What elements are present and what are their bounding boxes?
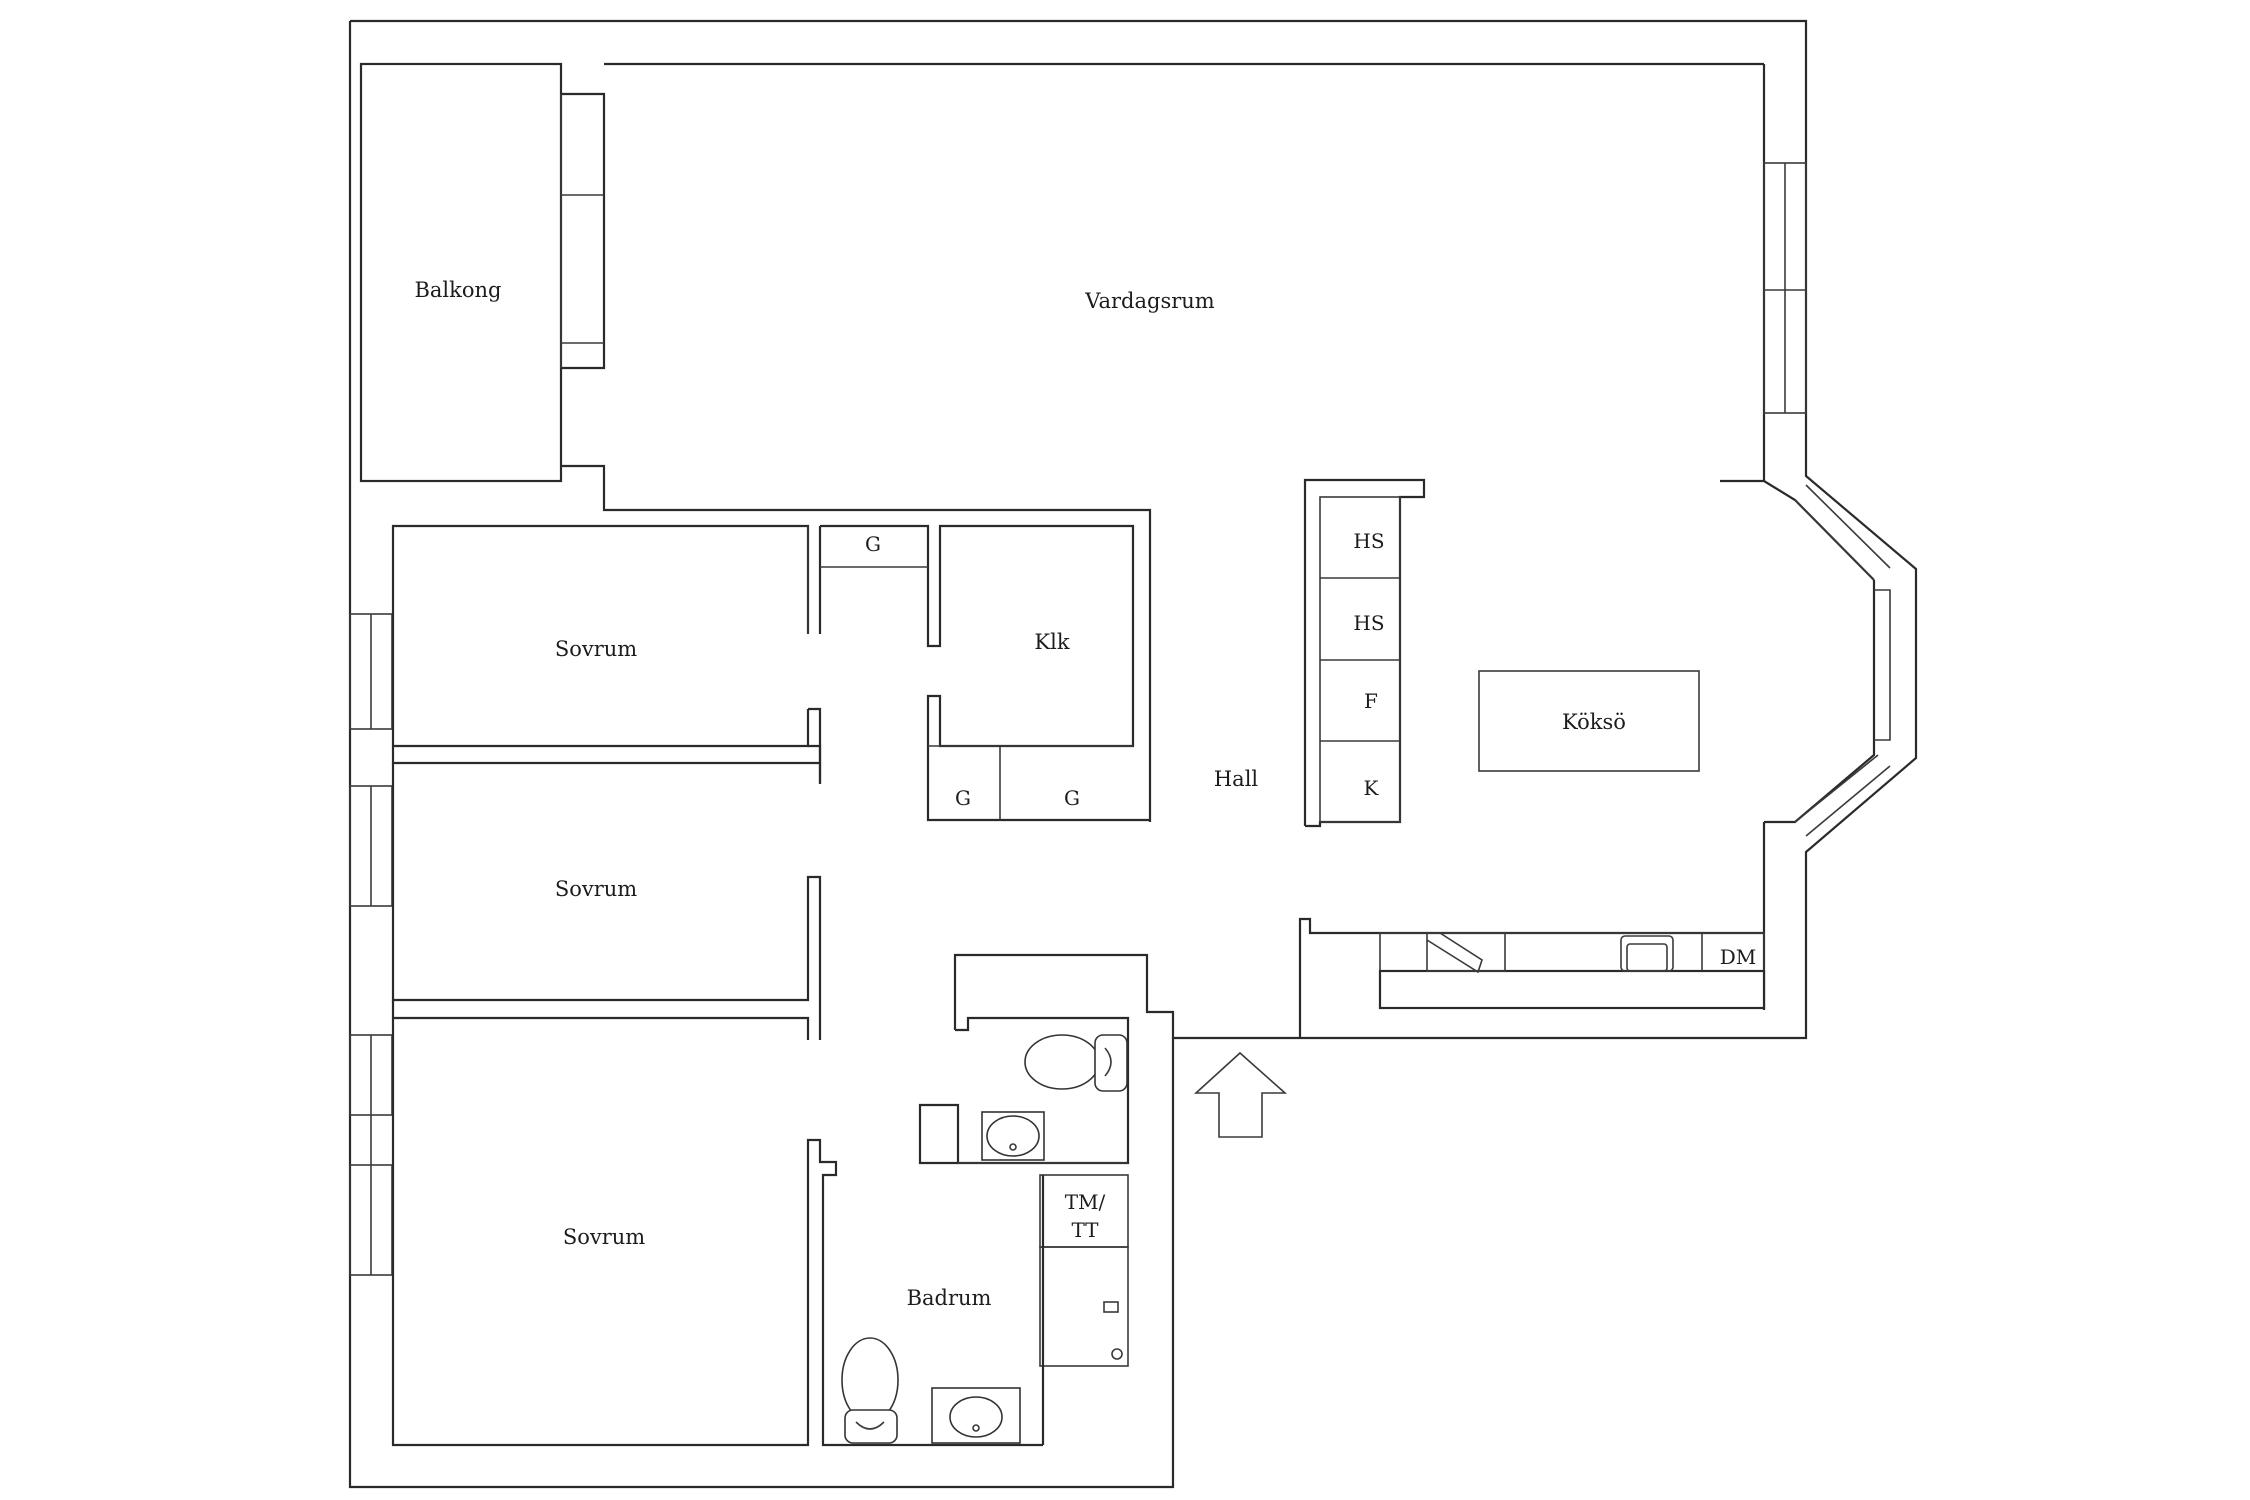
- toilet-lower: [841, 1337, 899, 1444]
- room-label-klk: Klk: [1034, 630, 1069, 654]
- label-garderob-klk-2: G: [1064, 786, 1080, 810]
- closets: [807, 524, 1150, 822]
- room-label-balkong: Balkong: [414, 278, 501, 302]
- room-label-sovrum-2: Sovrum: [555, 877, 637, 901]
- toilet-upper: [1024, 1034, 1128, 1092]
- entrance-arrow-icon: [1193, 1051, 1288, 1138]
- label-diskmaskin: DM: [1720, 945, 1757, 969]
- balcony: [359, 62, 1152, 822]
- room-label-vardagsrum: Vardagsrum: [1084, 289, 1215, 313]
- sink-upper: [981, 1111, 1045, 1161]
- label-kyl: K: [1364, 776, 1380, 800]
- kitchen-counter: [1298, 917, 1766, 1038]
- sink-lower: [931, 1387, 1021, 1444]
- room-label-koksö: Köksö: [1562, 710, 1626, 734]
- label-hogskap-1: HS: [1353, 529, 1384, 553]
- label-garderob-hall: G: [865, 532, 881, 556]
- room-label-sovrum-1: Sovrum: [555, 637, 637, 661]
- label-tvattmaskin-1: TM/: [1065, 1190, 1106, 1214]
- outer-walls: [348, 19, 1918, 1489]
- label-tvattmaskin-2: TT: [1071, 1218, 1099, 1242]
- shower-fixture: [1103, 1301, 1123, 1360]
- kitchen-island: [1478, 670, 1700, 772]
- windows: [349, 162, 1891, 1276]
- tall-cabinets: [1303, 478, 1426, 828]
- room-label-badrum: Badrum: [907, 1286, 992, 1310]
- label-garderob-klk-1: G: [955, 786, 971, 810]
- room-label-hall: Hall: [1214, 767, 1259, 791]
- label-frys: F: [1364, 689, 1378, 713]
- label-hogskap-2: HS: [1353, 611, 1384, 635]
- bathroom-walls: [918, 953, 1175, 1445]
- room-label-sovrum-3: Sovrum: [563, 1225, 645, 1249]
